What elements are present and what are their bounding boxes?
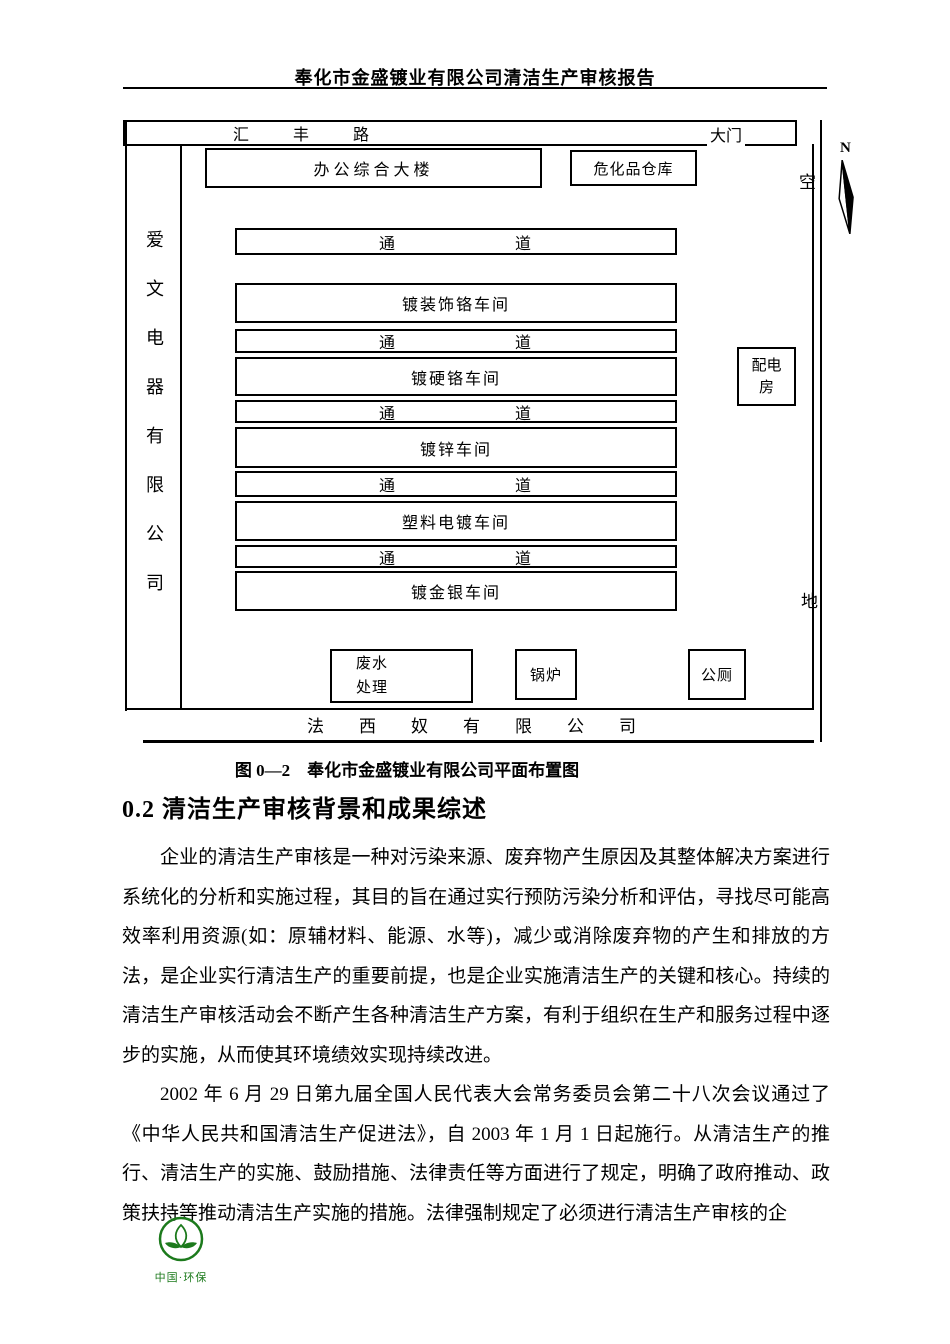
bottom-neighbor-company-label: 法西奴有限公司 [307, 717, 671, 736]
passage-box: 通道 [235, 228, 677, 255]
passage-label: 通 [378, 405, 397, 423]
bottom-boundary-line [125, 708, 814, 710]
workshop-box-gold-silver: 镀金银车间 [235, 571, 677, 611]
figure-caption: 图 0—2 奉化市金盛镀业有限公司平面布置图 [234, 761, 580, 780]
header-rule [123, 87, 827, 89]
passage-label: 道 [515, 478, 534, 495]
office-building-box: 办公综合大楼 [205, 148, 542, 188]
power-room-label-line2: 房 [758, 379, 774, 396]
left-boundary-line [125, 120, 127, 711]
road-label-char: 路 [353, 127, 370, 144]
boiler-box: 锅炉 [515, 649, 577, 700]
power-room-label-line1: 配电 [751, 357, 782, 374]
road-bar: 汇 丰 路 [123, 120, 797, 146]
diagram-bottom-rule [143, 740, 814, 743]
hazmat-warehouse-box: 危化品仓库 [570, 150, 697, 186]
road-label-char: 汇 [233, 127, 250, 144]
passage-label: 道 [515, 405, 534, 423]
open-space-label-bottom: 地 [801, 592, 818, 611]
passage-box: 通道 [235, 545, 677, 568]
open-space-label-top: 空 [799, 173, 816, 192]
workshop-box-zinc: 镀锌车间 [235, 427, 677, 468]
section-heading: 0.2 清洁生产审核背景和成果综述 [122, 797, 487, 823]
passage-label: 道 [515, 550, 534, 568]
page-header-title: 奉化市金盛镀业有限公司清洁生产审核报告 [294, 68, 656, 88]
inner-left-boundary-line [180, 144, 182, 710]
wastewater-label-line1: 废水 [356, 656, 389, 672]
compass-needle-icon [838, 159, 854, 235]
gate-label: 大门 [707, 122, 746, 146]
logo-caption: 中国·环保 [154, 1272, 208, 1284]
left-neighbor-company-label: 爱文电器有限公司 [144, 230, 164, 622]
toilet-box: 公厕 [688, 649, 746, 700]
right-outer-boundary-line [820, 120, 822, 742]
passage-label: 道 [515, 335, 534, 352]
compass-north-label: N [840, 140, 851, 156]
body-text: 企业的清洁生产审核是一种对污染来源、废弃物产生原因及其整体解决方案进行系统化的分… [122, 838, 830, 1233]
passage-label: 通 [378, 235, 397, 253]
right-boundary-line [812, 144, 814, 710]
passage-label: 通 [378, 478, 397, 495]
passage-box: 通道 [235, 329, 677, 353]
china-environmental-logo-icon [158, 1216, 204, 1262]
power-room-box: 配电 房 [737, 347, 796, 406]
passage-box: 通道 [235, 471, 677, 497]
passage-box: 通道 [235, 400, 677, 423]
road-label-char: 丰 [293, 127, 310, 144]
wastewater-treatment-box: 废水 处理 [330, 649, 473, 703]
workshop-box-plastic-plating: 塑料电镀车间 [235, 501, 677, 541]
passage-label: 通 [378, 550, 397, 568]
body-paragraph: 企业的清洁生产审核是一种对污染来源、废弃物产生原因及其整体解决方案进行系统化的分… [122, 847, 830, 1066]
passage-label: 道 [515, 235, 534, 253]
body-paragraph: 2002 年 6 月 29 日第九届全国人民代表大会常务委员会第二十八次会议通过… [122, 1084, 830, 1224]
footer-logo: 中国·环保 [150, 1215, 212, 1285]
wastewater-label-line2: 处理 [356, 680, 389, 696]
workshop-box-hard-chrome: 镀硬铬车间 [235, 357, 677, 396]
workshop-box-decorative-chrome: 镀装饰铬车间 [235, 283, 677, 323]
passage-label: 通 [378, 335, 397, 352]
compass: N [828, 140, 872, 240]
